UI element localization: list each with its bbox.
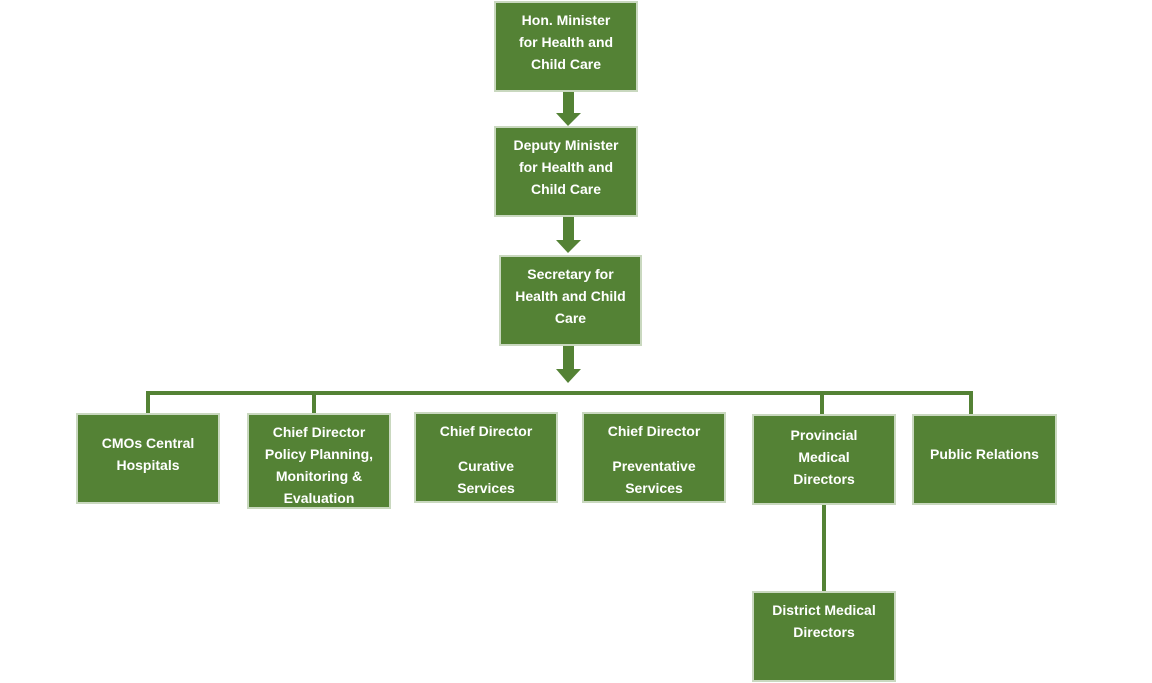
node-label: Medical	[798, 449, 850, 465]
node-chief-director-curative: Chief Director Curative Services	[414, 412, 558, 503]
node-label: Child Care	[530, 181, 601, 197]
node-label: Policy Planning,	[264, 446, 374, 462]
node-public-relations: Public Relations	[912, 414, 1057, 505]
node-hon-minister: Hon. Minister for Health and Child Care	[494, 1, 638, 92]
node-label: Services	[457, 480, 515, 496]
node-label: Hospitals	[116, 457, 180, 473]
node-district-medical-directors: District Medical Directors	[752, 591, 896, 682]
node-label: Child Care	[530, 56, 601, 72]
node-label: Directors	[793, 624, 855, 640]
node-cmos-central-hospitals: CMOs Central Hospitals	[76, 413, 220, 504]
arrow-deputy-to-secretary	[556, 217, 581, 253]
node-label: Directors	[793, 471, 855, 487]
node-chief-director-preventative: Chief Director Preventative Services	[582, 412, 726, 503]
node-label: Evaluation	[283, 490, 355, 506]
node-label: Health and Child	[515, 288, 626, 304]
node-title: Chief Director	[607, 423, 701, 439]
node-label: Secretary for	[527, 266, 614, 282]
node-label: Provincial	[790, 427, 858, 443]
node-label: Hon. Minister	[521, 12, 611, 28]
node-label: Deputy Minister	[513, 137, 619, 153]
node-label: Preventative	[612, 458, 696, 474]
arrow-minister-to-deputy	[556, 92, 581, 126]
node-provincial-medical-directors: Provincial Medical Directors	[752, 414, 896, 505]
arrow-secretary-to-branch	[556, 346, 581, 383]
node-label: Monitoring &	[275, 468, 363, 484]
node-label: Curative	[457, 458, 515, 474]
node-label: Care	[554, 310, 587, 326]
node-label: Chief Director	[272, 424, 366, 440]
node-deputy-minister: Deputy Minister for Health and Child Car…	[494, 126, 638, 217]
node-label: Services	[625, 480, 683, 496]
node-chief-director-policy: Chief Director Policy Planning, Monitori…	[247, 413, 391, 509]
node-label: for Health and	[518, 159, 614, 175]
node-label: for Health and	[518, 34, 614, 50]
node-label: CMOs Central	[101, 435, 195, 451]
node-label: District Medical	[772, 602, 876, 618]
node-secretary: Secretary for Health and Child Care	[499, 255, 642, 346]
node-title: Chief Director	[439, 423, 533, 439]
node-label: Public Relations	[930, 446, 1039, 462]
